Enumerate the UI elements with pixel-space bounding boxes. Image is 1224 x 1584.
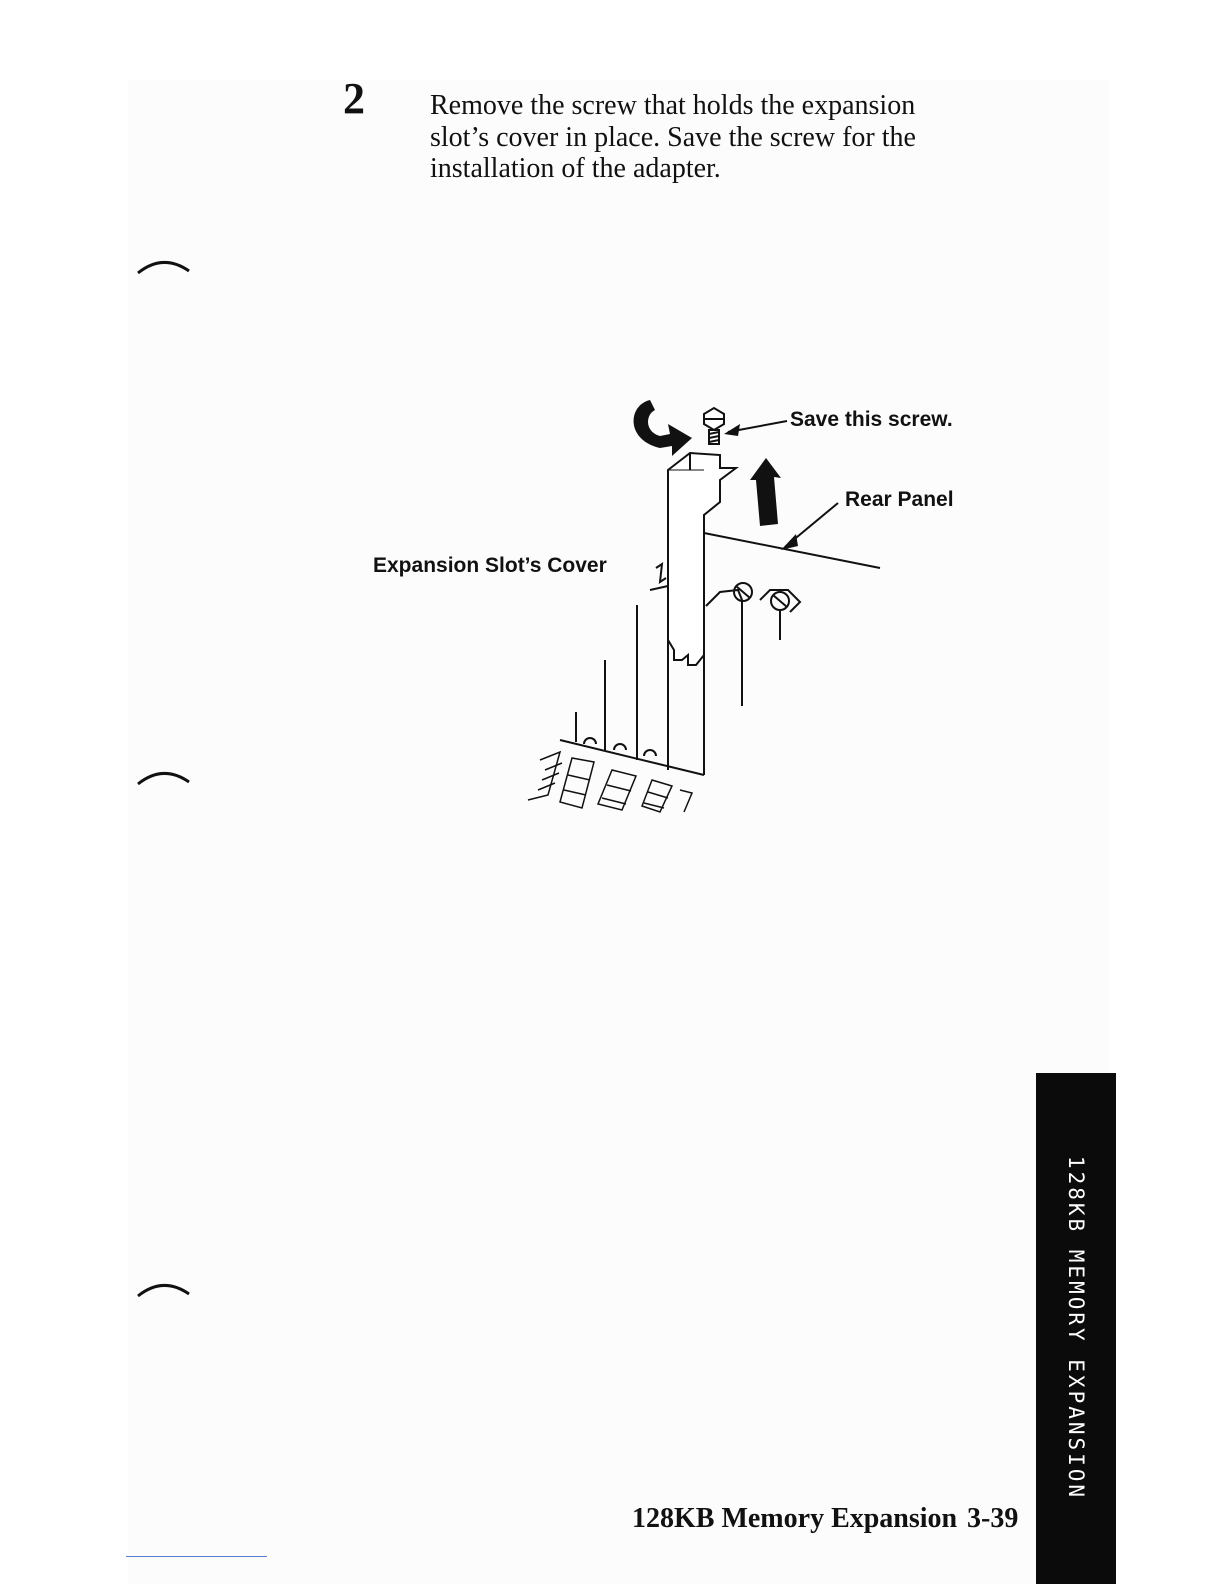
up-arrow-icon bbox=[750, 458, 781, 526]
section-tab: 128KB MEMORY EXPANSION bbox=[1036, 1073, 1116, 1584]
step-line: slot’s cover in place. Save the screw fo… bbox=[430, 122, 990, 154]
step-number: 2 bbox=[343, 74, 365, 124]
label-slot-cover: Expansion Slot’s Cover bbox=[373, 554, 607, 578]
page-background bbox=[128, 80, 1110, 1584]
step-line: installation of the adapter. bbox=[430, 153, 990, 185]
binder-hole-mark bbox=[135, 1278, 193, 1308]
step-line: Remove the screw that holds the expansio… bbox=[430, 90, 990, 122]
section-tab-label: 128KB MEMORY EXPANSION bbox=[1064, 1156, 1088, 1500]
label-rear-panel: Rear Panel bbox=[845, 488, 954, 512]
rotate-arrow-icon bbox=[634, 400, 692, 456]
binder-hole-mark bbox=[135, 766, 193, 796]
binder-hole-mark bbox=[135, 255, 193, 285]
slot-cover-bracket bbox=[668, 453, 736, 775]
label-save-screw: Save this screw. bbox=[790, 408, 953, 432]
footer-page-number: 3-39 bbox=[967, 1503, 1018, 1535]
footer-section-title: 128KB Memory Expansion bbox=[632, 1503, 957, 1535]
screw-icon bbox=[704, 408, 724, 444]
bottom-rule bbox=[126, 1556, 267, 1557]
step-instructions: Remove the screw that holds the expansio… bbox=[430, 90, 990, 185]
slot-cover-illustration bbox=[500, 390, 900, 820]
